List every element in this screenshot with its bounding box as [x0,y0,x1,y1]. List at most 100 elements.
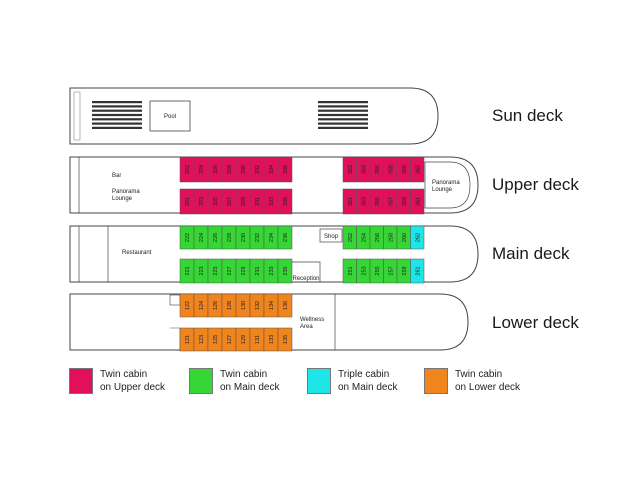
cabin-130[interactable]: 130 [235,293,251,318]
cabin-box [410,156,425,183]
cabin-122[interactable]: 122 [179,293,195,318]
cabin-356[interactable]: 356 [369,156,384,183]
cabin-number: 227 [227,266,233,275]
cabin-332[interactable]: 332 [249,156,265,183]
cabin-box [277,225,293,250]
cabin-333[interactable]: 333 [263,188,279,215]
cabin-125[interactable]: 125 [207,327,223,352]
cabin-number: 326 [213,165,219,174]
legend-twin-main-line1: Twin cabin [220,369,268,380]
cabin-331[interactable]: 331 [249,188,265,215]
cabin-357[interactable]: 357 [383,188,398,215]
cabin-224[interactable]: 224 [193,225,209,250]
deckchair-stripe [318,113,368,117]
cabin-231[interactable]: 231 [249,258,265,284]
cabin-232[interactable]: 232 [249,225,265,250]
panorama-lounge-right-line1: Panorama [432,180,460,186]
cabin-355[interactable]: 355 [369,188,384,215]
cabin-135[interactable]: 135 [277,327,293,352]
cabin-134[interactable]: 134 [263,293,279,318]
cabin-223[interactable]: 223 [193,258,209,284]
cabin-321[interactable]: 321 [179,188,195,215]
cabin-335[interactable]: 335 [277,188,293,215]
cabin-number: 353 [361,197,367,206]
cabin-254[interactable]: 254 [356,225,371,250]
cabin-number: 226 [213,233,219,242]
cabin-124[interactable]: 124 [193,293,209,318]
cabin-number: 231 [255,266,261,275]
cabin-131[interactable]: 131 [249,327,265,352]
cabin-255[interactable]: 255 [369,258,384,284]
cabin-361[interactable]: 361 [410,188,425,215]
cabin-236[interactable]: 236 [277,225,293,250]
deckchair-stripe [92,101,142,104]
cabin-136[interactable]: 136 [277,293,293,318]
cabin-121[interactable]: 121 [179,327,195,352]
cabin-228[interactable]: 228 [221,225,237,250]
cabin-261[interactable]: 261 [410,258,425,284]
legend-twin-upper-line1: Twin cabin [100,369,148,380]
cabin-225[interactable]: 225 [207,258,223,284]
cabin-258[interactable]: 258 [383,225,398,250]
cabin-322[interactable]: 322 [179,156,195,183]
legend-twin-upper-line2: on Upper deck [100,382,166,393]
cabin-259[interactable]: 259 [396,258,411,284]
cabin-number: 352 [348,165,354,174]
cabin-353[interactable]: 353 [356,188,371,215]
cabin-324[interactable]: 324 [193,156,209,183]
cabin-352[interactable]: 352 [342,156,357,183]
cabin-123[interactable]: 123 [193,327,209,352]
cabin-358[interactable]: 358 [383,156,398,183]
stairs-box [169,294,181,306]
cabin-227[interactable]: 227 [221,258,237,284]
cabin-129[interactable]: 129 [235,327,251,352]
cabin-222[interactable]: 222 [179,225,195,250]
cabin-226[interactable]: 226 [207,225,223,250]
cabin-233[interactable]: 233 [263,258,279,284]
cabin-number: 234 [269,233,275,242]
cabin-330[interactable]: 330 [235,156,251,183]
cabin-334[interactable]: 334 [263,156,279,183]
cabin-221[interactable]: 221 [179,258,195,284]
cabin-box [277,293,293,318]
cabin-number: 332 [255,165,261,174]
cabin-262[interactable]: 262 [410,225,425,250]
cabin-132[interactable]: 132 [249,293,265,318]
cabin-230[interactable]: 230 [235,225,251,250]
cabin-126[interactable]: 126 [207,293,223,318]
cabin-number: 235 [283,266,289,275]
sun-deck-inner-outline [73,91,81,141]
panorama-lounge-right-outline [424,161,471,209]
cabin-327[interactable]: 327 [221,188,237,215]
cabin-325[interactable]: 325 [207,188,223,215]
cabin-360[interactable]: 360 [396,156,411,183]
cabin-359[interactable]: 359 [396,188,411,215]
cabin-253[interactable]: 253 [356,258,371,284]
cabin-229[interactable]: 229 [235,258,251,284]
cabin-351[interactable]: 351 [342,188,357,215]
cabin-354[interactable]: 354 [356,156,371,183]
cabin-256[interactable]: 256 [369,225,384,250]
cabin-326[interactable]: 326 [207,156,223,183]
cabin-260[interactable]: 260 [396,225,411,250]
cabin-362[interactable]: 362 [410,156,425,183]
cabin-133[interactable]: 133 [263,327,279,352]
cabin-323[interactable]: 323 [193,188,209,215]
cabin-235[interactable]: 235 [277,258,293,284]
cabin-number: 233 [269,266,275,275]
cabin-328[interactable]: 328 [221,156,237,183]
cabin-number: 129 [241,335,247,344]
cabin-336[interactable]: 336 [277,156,293,183]
cabin-234[interactable]: 234 [263,225,279,250]
cabin-257[interactable]: 257 [383,258,398,284]
cabin-128[interactable]: 128 [221,293,237,318]
cabin-127[interactable]: 127 [221,327,237,352]
cabin-251[interactable]: 251 [342,258,357,284]
cabin-329[interactable]: 329 [235,188,251,215]
cabin-252[interactable]: 252 [342,225,357,250]
cabin-box [277,258,293,284]
